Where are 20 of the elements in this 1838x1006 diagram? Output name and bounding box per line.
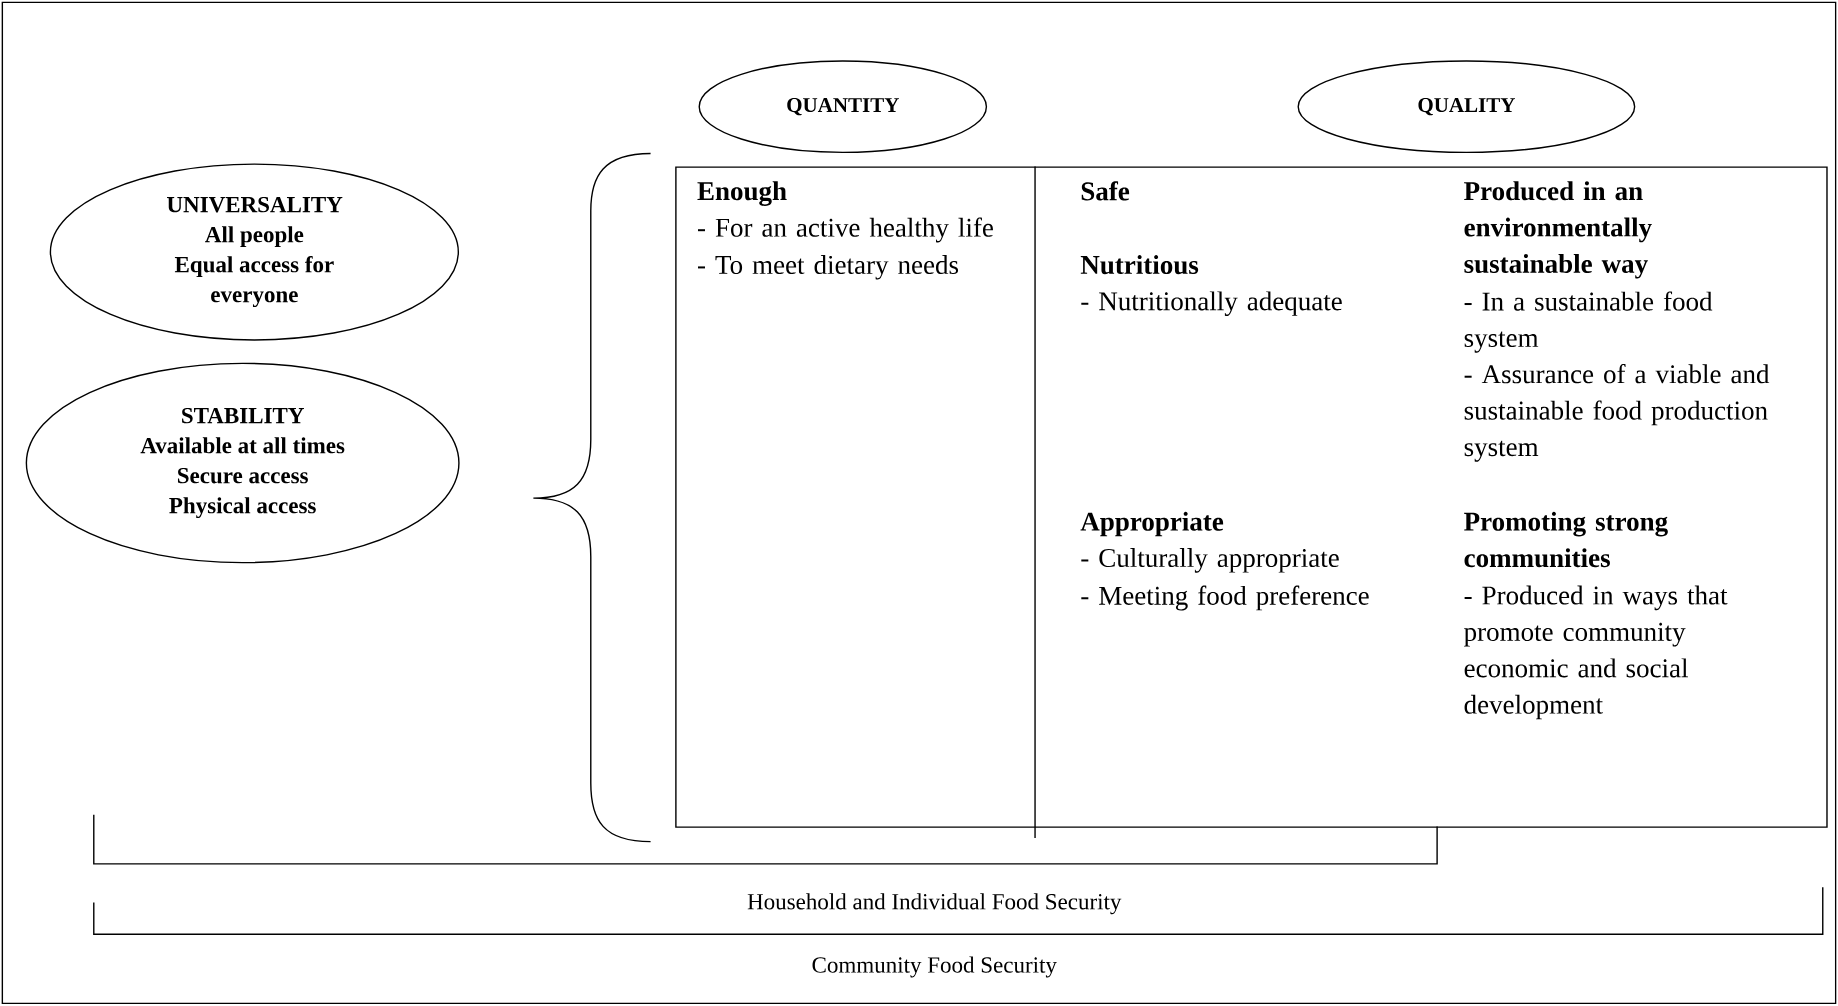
- heading: Nutritious: [1080, 255, 1199, 275]
- bullet-text: - In a sustainable food system: [1464, 291, 1713, 353]
- heading: Appropriate: [1080, 511, 1224, 537]
- bullet-text: - Nutritionally adequate: [1081, 291, 1342, 317]
- bullet-text: - Produced in ways that promote community economic and social development: [1464, 585, 1728, 720]
- bullet-text: - For an active healthy life: [698, 217, 993, 243]
- oval-label: QUANTITY: [698, 60, 988, 154]
- heading: Promoting strong communities: [1464, 511, 1668, 568]
- bullet-text: - To meet dietary needs: [698, 255, 959, 280]
- bracket-label: Household and Individual Food Security: [747, 893, 1122, 915]
- heading: Produced in an environmentally sustainable way: [1464, 181, 1652, 279]
- bullet-text: - Assurance of a viable and sustainable food production system: [1464, 364, 1770, 462]
- oval-node: STABILITY Available at all times Secure access Physical access: [25, 362, 460, 564]
- bracket-label: Community Food Security: [812, 956, 1057, 978]
- heading: Enough: [697, 181, 787, 207]
- oval-node: UNIVERSALITY All people Equal access for everyone: [49, 163, 460, 341]
- heading: Safe: [1081, 181, 1130, 201]
- oval-label: QUALITY: [1297, 60, 1636, 154]
- bullet-text: - Culturally appropriate: [1081, 548, 1339, 573]
- bullet-text: - Meeting food preference: [1081, 585, 1369, 611]
